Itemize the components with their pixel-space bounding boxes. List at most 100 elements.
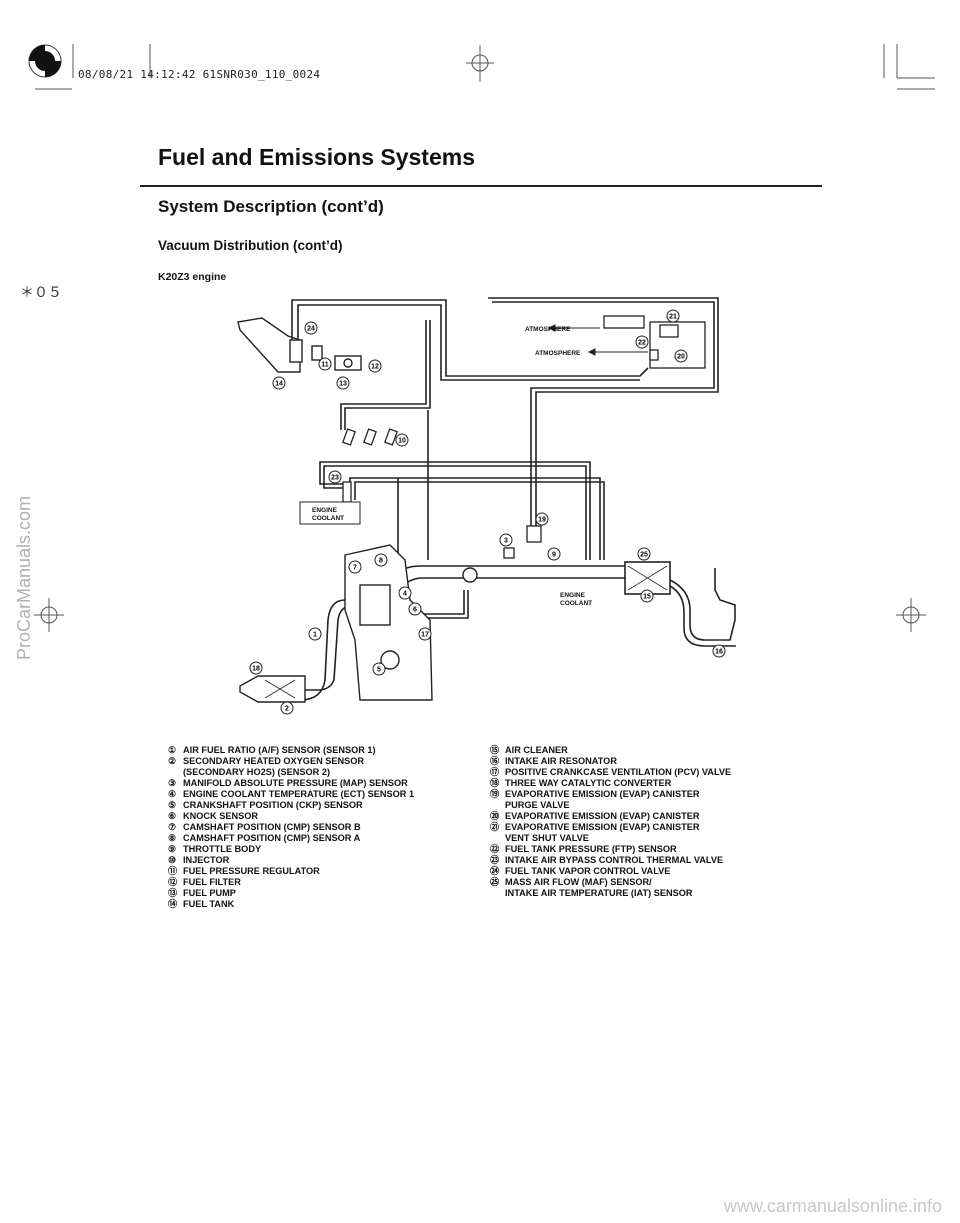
svg-text:16: 16: [715, 649, 723, 656]
legend-number: ㉕: [490, 877, 500, 887]
legend-number: ㉓: [490, 855, 500, 865]
legend-number: ⑦: [168, 822, 177, 832]
legend-number: ⑨: [168, 844, 177, 854]
svg-text:18: 18: [252, 666, 260, 673]
legend-text: POSITIVE CRANKCASE VENTILATION (PCV) VAL…: [505, 767, 732, 777]
svg-text:14: 14: [275, 381, 283, 388]
bypass-thermal-valve: [342, 481, 352, 503]
callout-4: 4: [398, 586, 412, 600]
svg-text:12: 12: [371, 364, 379, 371]
legend-number: ④: [168, 789, 177, 799]
watermark: ProCarManuals.com: [14, 495, 34, 660]
legend-text: EVAPORATIVE EMISSION (EVAP) CANISTER PUR…: [505, 789, 700, 810]
legend-item: ⑥ KNOCK SENSOR: [168, 811, 468, 822]
svg-text:10: 10: [398, 438, 406, 445]
callout-9: 9: [547, 547, 561, 561]
callout-12: 12: [368, 359, 382, 373]
callout-24: 24: [304, 321, 318, 335]
legend-number: ③: [168, 778, 177, 788]
svg-text:9: 9: [552, 552, 556, 559]
subsection-title: Vacuum Distribution (cont’d): [158, 238, 343, 253]
svg-text:6: 6: [413, 607, 417, 614]
svg-text:19: 19: [538, 517, 546, 524]
legend-item: ② SECONDARY HEATED OXYGEN SENSOR (SECONDA…: [168, 756, 468, 778]
legend-text: EVAPORATIVE EMISSION (EVAP) CANISTER: [505, 811, 700, 821]
legend-text: FUEL TANK: [183, 899, 235, 909]
legend-text: CAMSHAFT POSITION (CMP) SENSOR A: [183, 833, 361, 843]
svg-text:13: 13: [339, 381, 347, 388]
legend-item: ④ ENGINE COOLANT TEMPERATURE (ECT) SENSOR…: [168, 789, 468, 800]
legend-number: ②: [168, 756, 177, 766]
legend-number: ⑪: [168, 866, 178, 876]
injectors: [342, 428, 398, 446]
svg-text:4: 4: [403, 591, 407, 598]
svg-text:3: 3: [504, 538, 508, 545]
svg-text:8: 8: [379, 558, 383, 565]
legend-text: THROTTLE BODY: [183, 844, 262, 854]
svg-text:2: 2: [285, 706, 289, 713]
hose-bypass-valve: [319, 461, 591, 560]
svg-text:24: 24: [307, 326, 315, 333]
callout-23: 23: [328, 470, 342, 484]
callout-6: 6: [408, 602, 422, 616]
print-stamp: 08/08/21 14:12:42 61SNR030_110_0024: [78, 68, 321, 81]
engine-coolant-box-1: [299, 501, 361, 525]
legend-text: FUEL TANK VAPOR CONTROL VALVE: [505, 866, 671, 876]
legend-number: ⑬: [168, 888, 178, 898]
hose-fuel-supply: [344, 320, 431, 430]
evap-purge-valve: [526, 525, 542, 543]
legend-text: AIR CLEANER: [505, 745, 568, 755]
svg-text:7: 7: [353, 565, 357, 572]
legend-text: SECONDARY HEATED OXYGEN SENSOR (SECONDAR…: [183, 756, 365, 777]
callout-7: 7: [348, 560, 362, 574]
intake-tube: [391, 565, 631, 593]
engine-coolant-label-2a: ENGINE: [560, 592, 586, 599]
legend-text: EVAPORATIVE EMISSION (EVAP) CANISTER VEN…: [505, 822, 700, 843]
legend-number: ⑯: [490, 756, 500, 766]
svg-text:22: 22: [638, 340, 646, 347]
legend-text: KNOCK SENSOR: [183, 811, 259, 821]
page-title: Fuel and Emissions Systems: [158, 144, 476, 170]
legend-number: ⑧: [168, 833, 177, 843]
engine-coolant-label-1b: COOLANT: [312, 515, 344, 522]
legend-text: FUEL TANK PRESSURE (FTP) SENSOR: [505, 844, 677, 854]
legend-item: ㉕ MASS AIR FLOW (MAF) SENSOR/ INTAKE AIR …: [490, 877, 790, 899]
hose-canister-loop: [488, 297, 719, 530]
legend-text: ENGINE COOLANT TEMPERATURE (ECT) SENSOR …: [183, 789, 415, 799]
intake-resonator: [669, 568, 736, 641]
callout-8: 8: [374, 553, 388, 567]
legend-number: ⑤: [168, 800, 177, 810]
callout-3: 3: [499, 533, 513, 547]
legend-text: AIR FUEL RATIO (A/F) SENSOR (SENSOR 1): [183, 745, 376, 755]
callout-1: 1: [308, 627, 322, 641]
legend-item: ⑧ CAMSHAFT POSITION (CMP) SENSOR A: [168, 833, 468, 844]
title-rule: [140, 185, 822, 187]
callout-11: 11: [318, 357, 332, 371]
legend-number: ⑥: [168, 811, 177, 821]
hose-pcv: [420, 590, 469, 619]
legend-text: INJECTOR: [183, 855, 230, 865]
footer-website-link[interactable]: www.carmanualsonline.info: [723, 1196, 942, 1216]
callout-5: 5: [372, 662, 386, 676]
engine-label: K20Z3 engine: [158, 271, 227, 283]
svg-text:20: 20: [677, 354, 685, 361]
callout-15: 15: [640, 589, 654, 603]
legend-text: MASS AIR FLOW (MAF) SENSOR/ INTAKE AIR T…: [505, 877, 693, 898]
legend-number: ⑱: [490, 778, 500, 788]
legend-text: FUEL FILTER: [183, 877, 241, 887]
legend-number: ⑰: [490, 767, 500, 777]
callout-19: 19: [535, 512, 549, 526]
page-mark: ＊０５: [20, 285, 62, 301]
svg-text:1: 1: [313, 632, 317, 639]
section-title: System Description (cont’d): [158, 197, 384, 216]
